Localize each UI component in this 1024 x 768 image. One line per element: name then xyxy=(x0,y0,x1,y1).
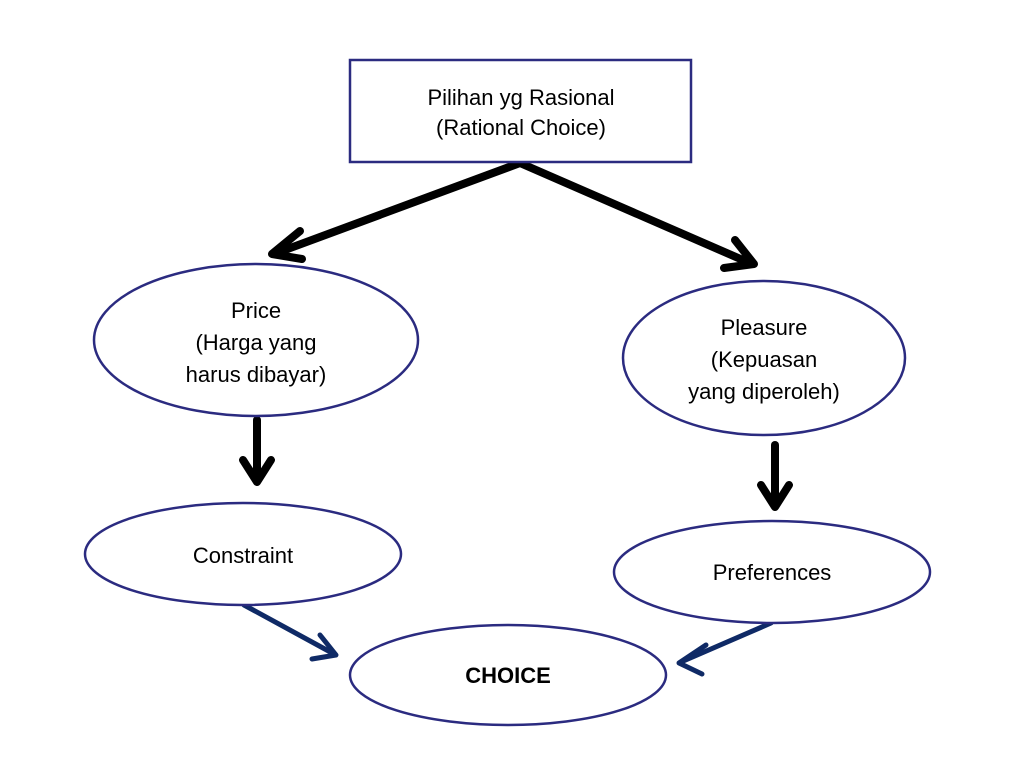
node-rational-choice: Pilihan yg Rasional (Rational Choice) xyxy=(348,58,693,164)
node-price: Price (Harga yang harus dibayar) xyxy=(92,262,420,418)
arrow-price-to-constraint xyxy=(239,416,275,486)
node-preferences: Preferences xyxy=(612,519,932,625)
arrow-pleasure-to-preferences xyxy=(757,441,793,511)
rational-choice-label-line-1: Pilihan yg Rasional xyxy=(427,85,614,110)
price-label-line-2: (Harga yang xyxy=(195,330,316,355)
arrow-rational-to-price xyxy=(268,159,524,263)
arrow-constraint-to-choice xyxy=(241,602,339,662)
pleasure-label-line-2: (Kepuasan xyxy=(711,347,817,372)
constraint-label: Constraint xyxy=(193,543,293,568)
preferences-label: Preferences xyxy=(713,560,832,585)
node-choice: CHOICE xyxy=(348,623,668,727)
arrow-rational-to-pleasure xyxy=(516,159,758,272)
price-label-line-3: harus dibayar) xyxy=(186,362,327,387)
node-constraint: Constraint xyxy=(83,501,403,607)
pleasure-label-line-1: Pleasure xyxy=(721,315,808,340)
arrow-preferences-to-choice xyxy=(676,620,774,677)
choice-label: CHOICE xyxy=(465,663,551,688)
rational-choice-label-line-2: (Rational Choice) xyxy=(436,115,606,140)
node-pleasure: Pleasure (Kepuasan yang diperoleh) xyxy=(621,279,907,437)
pleasure-label-line-3: yang diperoleh) xyxy=(688,379,840,404)
price-label-line-1: Price xyxy=(231,298,281,323)
